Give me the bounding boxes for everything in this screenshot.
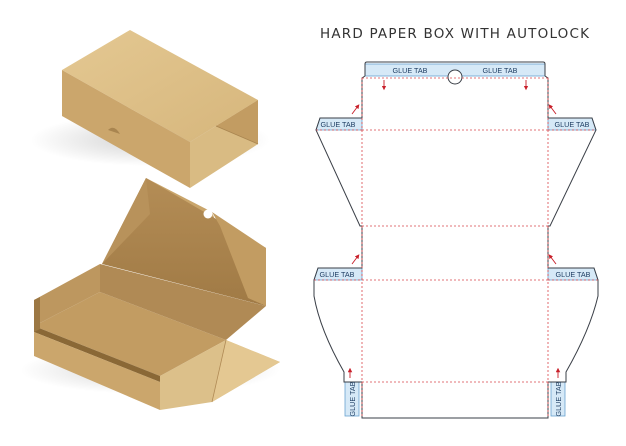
glue-tab-label-upper-left: GLUE TAB [321, 120, 356, 129]
glue-tab-label-upper-right: GLUE TAB [555, 120, 590, 129]
glue-tab-label-bottom-left: GLUE TAB [348, 381, 357, 416]
dieline: GLUE TAB GLUE TAB GLUE TAB GLUE TAB GLUE… [313, 61, 599, 419]
glue-arrows [347, 80, 561, 378]
glue-tab-label-top-right: GLUE TAB [483, 66, 518, 75]
glue-tab-label-top-left: GLUE TAB [393, 66, 428, 75]
glue-tab-label-lower-right: GLUE TAB [556, 270, 591, 279]
glue-tab-fills [313, 63, 599, 417]
closed-box-illustration [30, 30, 270, 188]
diagram-title: HARD PAPER BOX WITH AUTOLOCK [320, 26, 591, 42]
glue-tab-label-bottom-right: GLUE TAB [554, 381, 563, 416]
open-box-illustration [20, 178, 280, 410]
glue-tab-labels: GLUE TAB GLUE TAB GLUE TAB GLUE TAB GLUE… [320, 66, 591, 416]
cut-lines [313, 61, 599, 419]
fold-lines [314, 77, 598, 418]
glue-tab-label-lower-left: GLUE TAB [320, 270, 355, 279]
